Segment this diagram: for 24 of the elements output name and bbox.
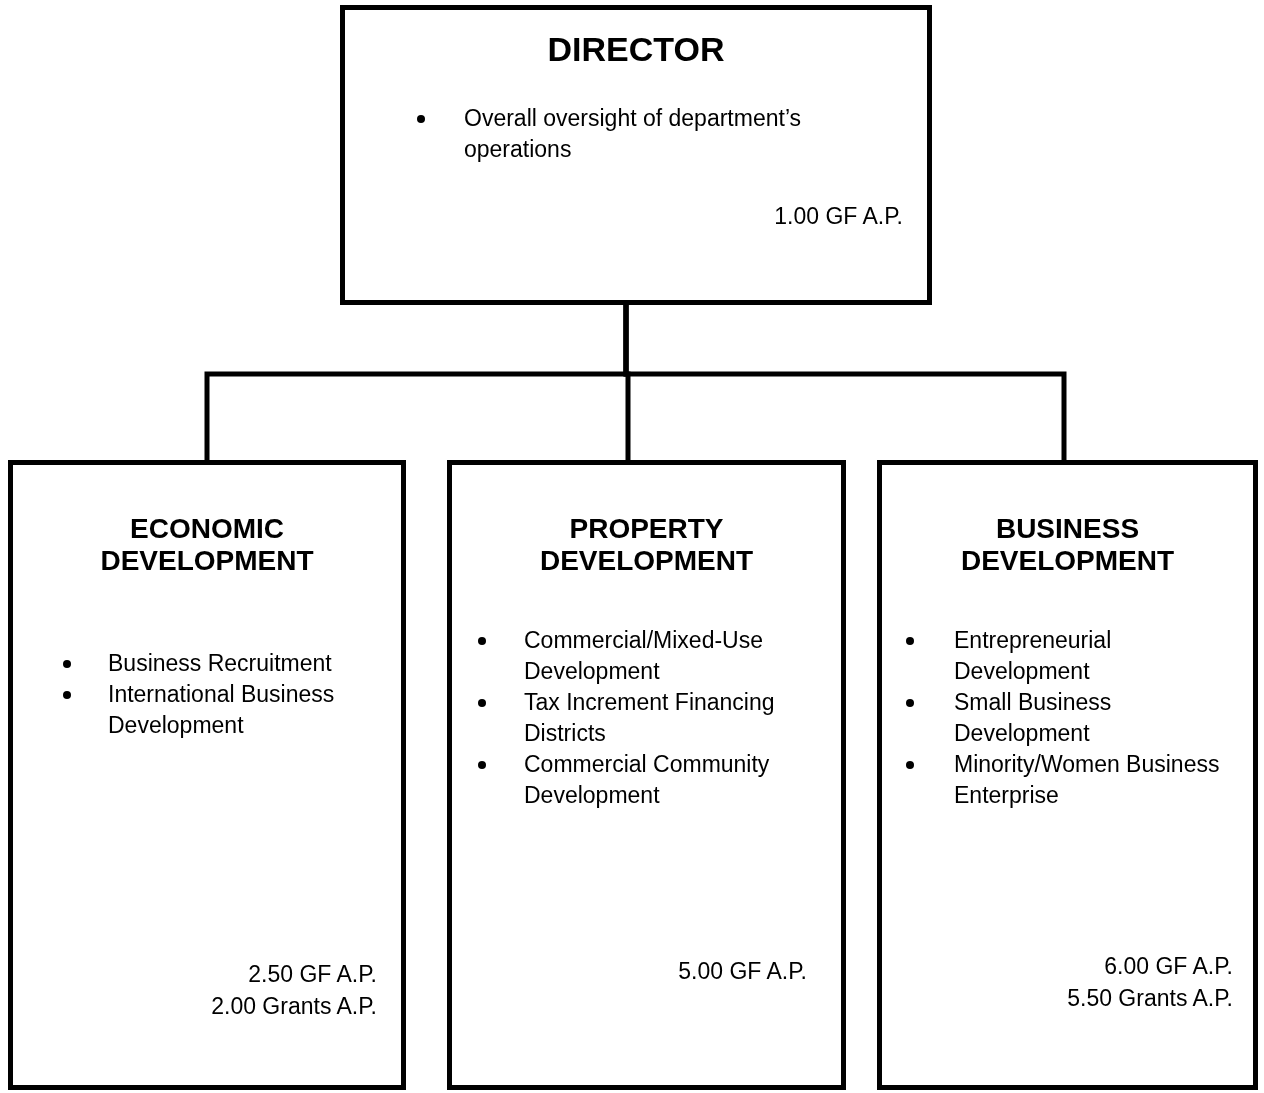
responsibility-text: Business Recruitment bbox=[108, 649, 333, 678]
responsibility-text: Small Business Development bbox=[954, 688, 1113, 748]
staffing-text: 2.00 Grants A.P. bbox=[211, 992, 377, 1021]
responsibility-text: Entrepreneurial Development bbox=[954, 626, 1113, 686]
staffing-text: 5.50 Grants A.P. bbox=[1067, 984, 1233, 1013]
unit-title: PROPERTY DEVELOPMENT bbox=[538, 513, 755, 578]
connector-line bbox=[623, 305, 1067, 460]
responsibility-text: Commercial/Mixed-Use Development bbox=[524, 626, 764, 686]
responsibility-text: Minority/Women Business Enterprise bbox=[954, 750, 1221, 810]
responsibility-text: Commercial Community Development bbox=[524, 750, 771, 810]
unit-title: DIRECTOR bbox=[546, 30, 726, 70]
staffing-text: 2.50 GF A.P. bbox=[248, 960, 377, 989]
responsibility-text: Overall oversight of department’s operations bbox=[464, 104, 803, 164]
org-unit-box bbox=[447, 460, 846, 1090]
responsibility-text: Tax Increment Financing Districts bbox=[524, 688, 776, 748]
org-unit-box bbox=[340, 5, 932, 305]
unit-title: BUSINESS DEVELOPMENT bbox=[959, 513, 1176, 578]
unit-title: ECONOMIC DEVELOPMENT bbox=[99, 513, 315, 578]
staffing-text: 1.00 GF A.P. bbox=[774, 202, 903, 231]
staffing-text: 6.00 GF A.P. bbox=[1104, 952, 1233, 981]
org-unit-box bbox=[877, 460, 1258, 1090]
org-unit-box bbox=[8, 460, 406, 1090]
responsibility-text: International Business Development bbox=[108, 680, 336, 740]
staffing-text: 5.00 GF A.P. bbox=[678, 957, 807, 986]
